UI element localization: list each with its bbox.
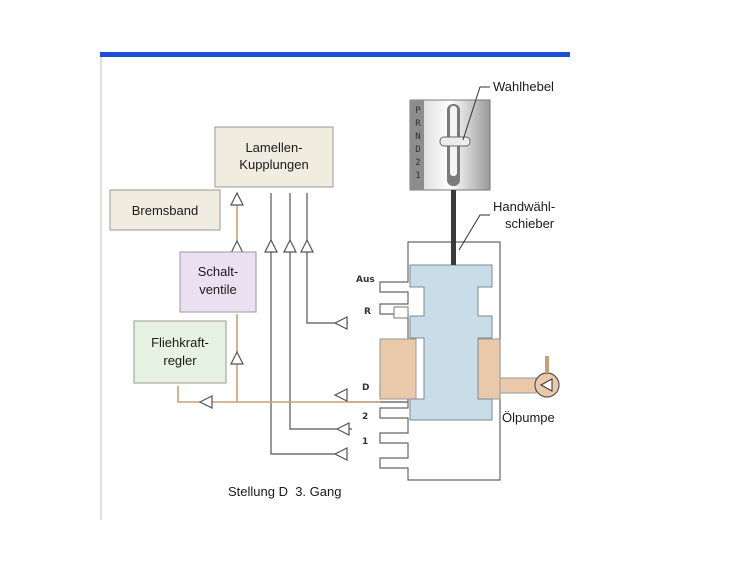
port-label-r: R <box>364 307 371 317</box>
port-label-d: D <box>362 383 369 393</box>
box-fliehkraftregler: Fliehkraft- regler <box>133 320 227 384</box>
pump-feed-line <box>499 377 537 394</box>
box-lamellen-label-1: Lamellen- <box>245 140 302 155</box>
box-fliehkraft-label-1: Fliehkraft- <box>151 335 209 350</box>
handwaehlschieber-label-1: Handwähl- <box>493 199 555 214</box>
box-bremsband-label: Bremsband <box>132 203 198 218</box>
sel-pos-2: 2 <box>415 158 420 168</box>
spool-valve <box>409 264 493 421</box>
diagram-caption: Stellung D 3. Gang <box>228 484 341 499</box>
port-label-1: 1 <box>362 437 368 447</box>
port-label-aus: Aus <box>356 275 375 285</box>
box-lamellen-kupplungen: Lamellen- Kupplungen <box>214 126 334 188</box>
sel-pos-n: N <box>415 132 420 142</box>
sel-pos-r: R <box>415 119 421 129</box>
title-bar <box>100 52 570 57</box>
flow-arrows-gray <box>264 238 350 461</box>
sel-pos-p: P <box>415 106 421 116</box>
box-fliehkraft-label-2: regler <box>163 353 197 368</box>
selector-position-labels: P R N D 2 1 <box>415 106 421 181</box>
callout-leaders <box>458 86 490 251</box>
oil-pump-icon <box>534 356 560 398</box>
handwaehlschieber-label-2: schieber <box>505 216 555 231</box>
box-schaltventile: Schalt- ventile <box>179 251 257 313</box>
box-schaltventile-label-2: ventile <box>199 282 237 297</box>
wahlhebel-label: Wahlhebel <box>493 79 554 94</box>
oelpumpe-label: Ölpumpe <box>502 410 555 425</box>
box-lamellen-label-2: Kupplungen <box>239 157 308 172</box>
pressure-oil-left <box>379 338 417 400</box>
box-bremsband: Bremsband <box>109 189 221 231</box>
sel-pos-d: D <box>415 145 420 155</box>
box-schaltventile-label-1: Schalt- <box>198 264 238 279</box>
sel-pos-1: 1 <box>415 171 420 181</box>
port-label-2: 2 <box>362 412 368 422</box>
flow-arrows-tan <box>198 191 348 409</box>
r-port-indicator <box>393 306 409 319</box>
selector-lever <box>409 99 491 265</box>
